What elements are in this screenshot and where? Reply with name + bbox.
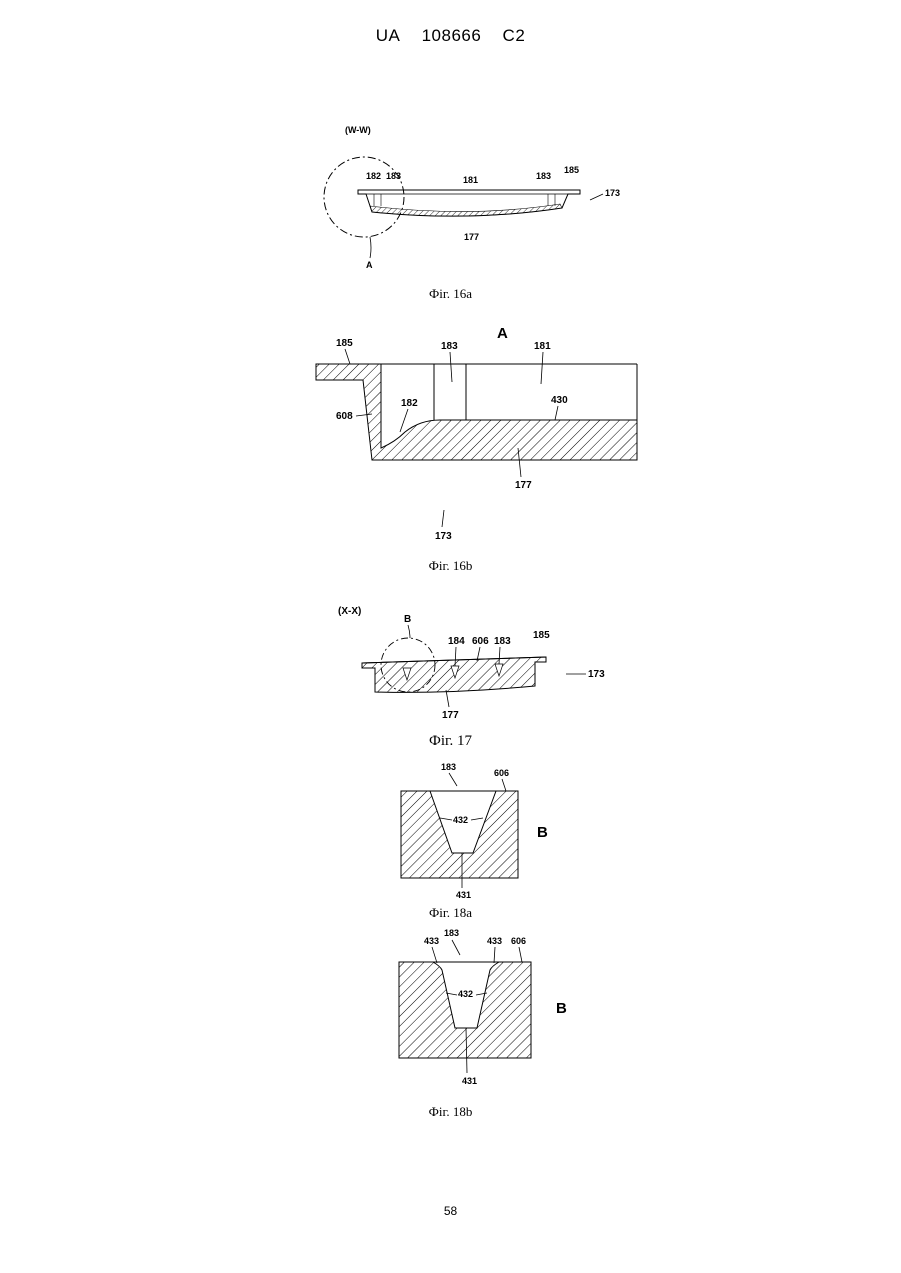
ref-173: 173 (435, 531, 452, 542)
leader-line (494, 947, 495, 963)
figure-17: (X-X) B 184 606 183 185 173 177 (338, 606, 605, 721)
ref-432: 432 (453, 815, 468, 825)
leader-line (555, 406, 558, 420)
section-label: (X-X) (338, 606, 361, 617)
ref-177: 177 (464, 232, 479, 242)
tray-hatched-bottom (370, 204, 562, 216)
leader-line (408, 625, 410, 638)
figure-18a: 183 606 432 431 B (401, 762, 548, 900)
leader-line (446, 690, 449, 707)
leader-line (541, 352, 543, 384)
ref-185: 185 (533, 630, 550, 641)
ref-182: 182 (401, 398, 418, 409)
leader-line (345, 349, 350, 364)
ref-431: 431 (456, 890, 471, 900)
ref-181: 181 (534, 341, 551, 352)
leader-line (432, 947, 437, 963)
figure-caption-18b: Фіг. 18b (0, 1104, 901, 1120)
ref-183: 183 (441, 762, 456, 772)
ref-177: 177 (515, 480, 532, 491)
ref-606: 606 (472, 636, 489, 647)
side-label: B (556, 1000, 567, 1017)
ref-183: 183 (386, 171, 401, 181)
leader-line (450, 352, 452, 382)
figure-caption-17: Фіг. 17 (0, 733, 901, 750)
ref-183: 183 (494, 636, 511, 647)
leader-line (370, 237, 371, 258)
ref-433: 433 (487, 936, 502, 946)
page-number: 58 (0, 1204, 901, 1218)
ref-185: 185 (564, 165, 579, 175)
ref-430: 430 (551, 395, 568, 406)
figure-caption-16b: Фіг. 16b (0, 558, 901, 574)
ref-431: 431 (462, 1076, 477, 1086)
ref-181: 181 (463, 175, 478, 185)
figure-caption-16a: Фіг. 16а (0, 286, 901, 302)
ref-606: 606 (511, 936, 526, 946)
ref-183: 183 (536, 171, 551, 181)
figure-18b: 433 183 433 606 432 431 B (399, 928, 567, 1086)
ref-608: 608 (336, 411, 353, 422)
leader-line (400, 409, 408, 432)
hatched-section (316, 364, 637, 460)
figure-16b: A 185 183 181 182 608 430 177 173 (316, 325, 637, 542)
detail-title: A (497, 325, 508, 342)
ref-182: 182 (366, 171, 381, 181)
ref-184: 184 (448, 636, 465, 647)
detail-circle (324, 157, 404, 237)
hatched-block (401, 791, 518, 878)
side-label: B (537, 824, 548, 841)
arrow-183 (452, 940, 460, 955)
ref-606: 606 (494, 768, 509, 778)
leader-line (471, 818, 483, 820)
ref-183: 183 (441, 341, 458, 352)
ref-173: 173 (588, 669, 605, 680)
arrow-173 (442, 510, 444, 527)
ref-185: 185 (336, 338, 353, 349)
ref-183: 183 (444, 928, 459, 938)
leader-line (502, 779, 506, 791)
arrow-173 (590, 194, 603, 200)
arrow-183 (449, 773, 457, 786)
leader-line (519, 947, 522, 962)
detail-label: B (404, 614, 411, 625)
figure-16a: (W-W) A 182 183 181 183 185 173 177 (324, 125, 620, 270)
leader-line (440, 818, 452, 820)
detail-label: A (366, 260, 373, 270)
ref-432: 432 (458, 989, 473, 999)
hatched-block (399, 962, 531, 1058)
figure-caption-18a: Фіг. 18а (0, 905, 901, 921)
ref-177: 177 (442, 710, 459, 721)
section-label: (W-W) (345, 125, 371, 135)
ref-433: 433 (424, 936, 439, 946)
ref-173: 173 (605, 188, 620, 198)
